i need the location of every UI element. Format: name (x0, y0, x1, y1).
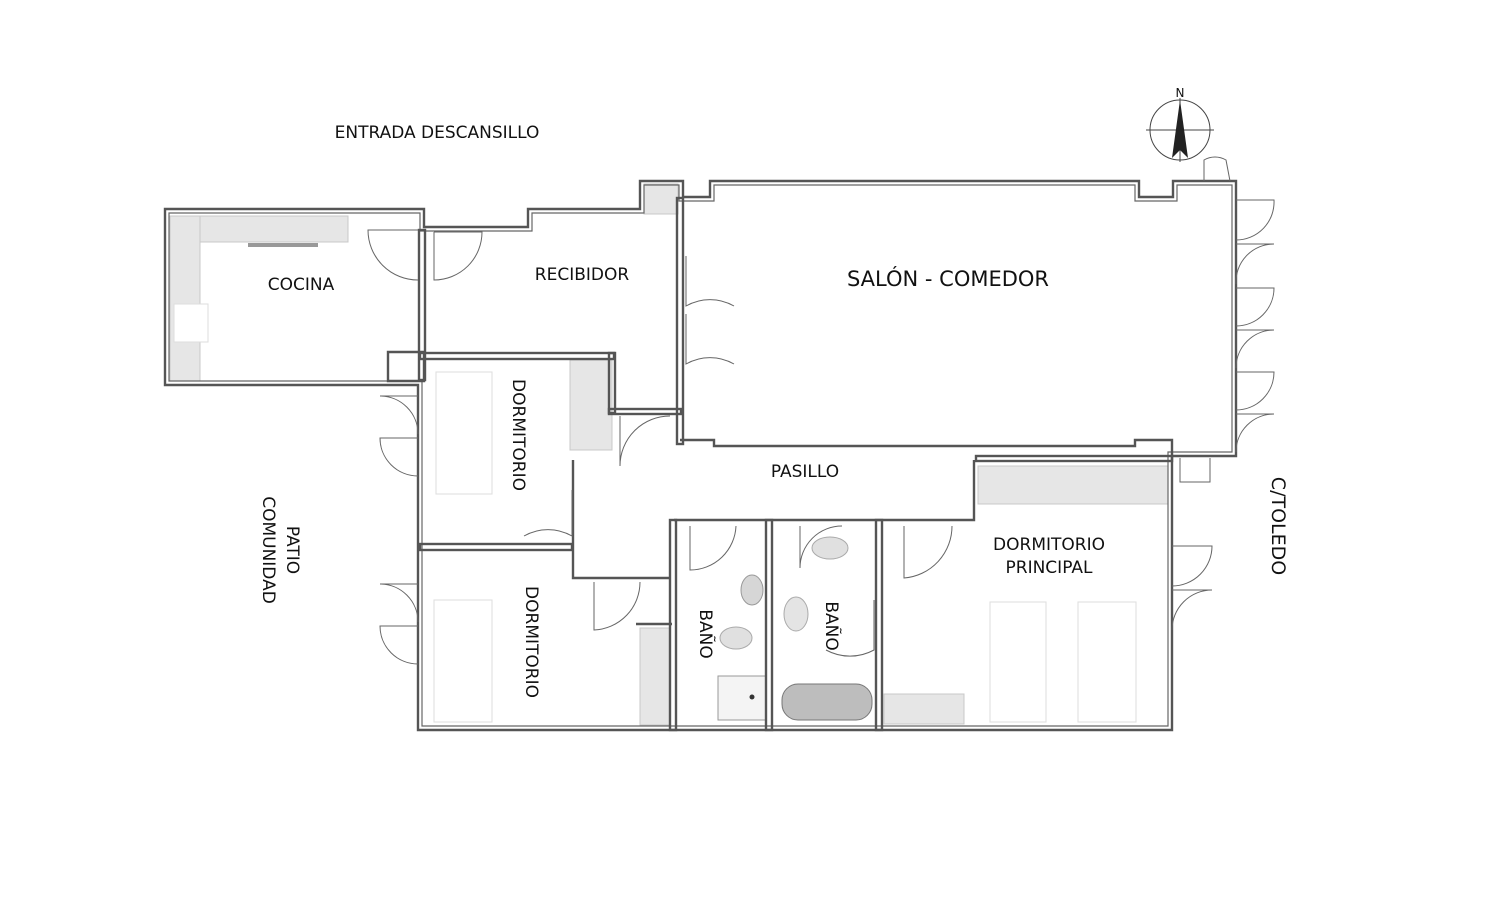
bidet-icon (811, 536, 849, 560)
sanitary-fixtures (717, 536, 873, 721)
hall-label: RECIBIDOR (535, 265, 630, 285)
furniture (433, 371, 1137, 723)
exterior-walls (163, 179, 1238, 732)
kitchen-label: COCINA (268, 275, 335, 295)
patio-label-line2: COMUNIDAD (258, 496, 278, 604)
bedroom1-label: DORMITORIO (508, 379, 528, 491)
bathtub-icon (781, 683, 873, 721)
north-label: N (1176, 86, 1185, 100)
patio-label-line1: PATIO (282, 526, 302, 574)
room-labels: ENTRADA DESCANSILLO COCINA RECIBIDOR SAL… (258, 123, 1289, 698)
toilet-icon (740, 574, 764, 606)
north-arrow-icon: N (1146, 86, 1214, 162)
interior-walls (386, 196, 1174, 732)
bath1-label: BAÑO (695, 609, 717, 658)
corridor-label: PASILLO (771, 462, 839, 482)
fixtures (169, 183, 1169, 726)
shower-tray-icon (717, 675, 767, 721)
doors (367, 156, 1275, 665)
toilet-icon (719, 626, 753, 650)
street-label: C/TOLEDO (1267, 477, 1289, 575)
master-label-line1: DORMITORIO (993, 535, 1105, 555)
entrance-label: ENTRADA DESCANSILLO (335, 123, 540, 143)
master-label-line2: PRINCIPAL (1006, 558, 1093, 578)
sink-icon (783, 596, 809, 632)
living-label: SALÓN - COMEDOR (847, 266, 1049, 291)
bath2-label: BAÑO (821, 601, 843, 650)
bedroom2-label: DORMITORIO (521, 586, 541, 698)
